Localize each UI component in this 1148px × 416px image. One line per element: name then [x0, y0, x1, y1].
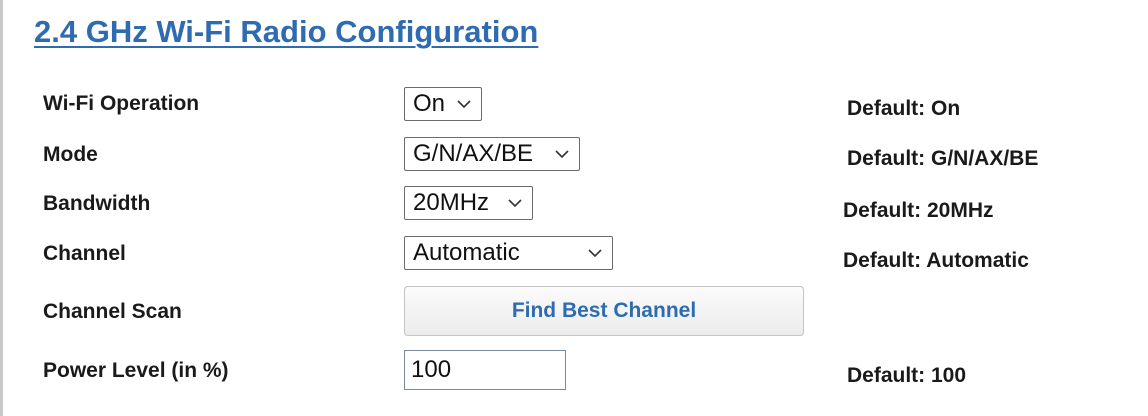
wifi-operation-value: On	[413, 90, 446, 117]
left-border	[0, 0, 3, 416]
channel-value: Automatic	[413, 239, 520, 266]
mode-label: Mode	[43, 143, 98, 166]
channel-label: Channel	[43, 242, 126, 265]
mode-default: Default: G/N/AX/BE	[847, 147, 1039, 170]
power-level-input[interactable]: 100	[404, 350, 566, 390]
find-best-channel-button[interactable]: Find Best Channel	[404, 286, 804, 336]
wifi-operation-label: Wi-Fi Operation	[43, 92, 200, 115]
wifi-operation-default: Default: On	[847, 97, 961, 120]
chevron-down-icon	[551, 144, 573, 164]
mode-value: G/N/AX/BE	[413, 140, 534, 167]
channel-default: Default: Automatic	[843, 249, 1029, 272]
channel-select[interactable]: Automatic	[404, 236, 613, 270]
chevron-down-icon	[584, 243, 606, 263]
channel-scan-label: Channel Scan	[43, 300, 182, 323]
power-level-default: Default: 100	[847, 364, 967, 387]
bandwidth-default: Default: 20MHz	[843, 199, 994, 222]
power-level-label: Power Level (in %)	[43, 359, 229, 382]
chevron-down-icon	[504, 193, 526, 213]
bandwidth-select[interactable]: 20MHz	[404, 186, 533, 220]
chevron-down-icon	[453, 94, 475, 114]
bandwidth-label: Bandwidth	[43, 192, 151, 215]
mode-select[interactable]: G/N/AX/BE	[404, 137, 580, 171]
wifi-operation-select[interactable]: On	[404, 87, 482, 121]
section-title[interactable]: 2.4 GHz Wi-Fi Radio Configuration	[34, 14, 539, 49]
bandwidth-value: 20MHz	[413, 189, 490, 216]
